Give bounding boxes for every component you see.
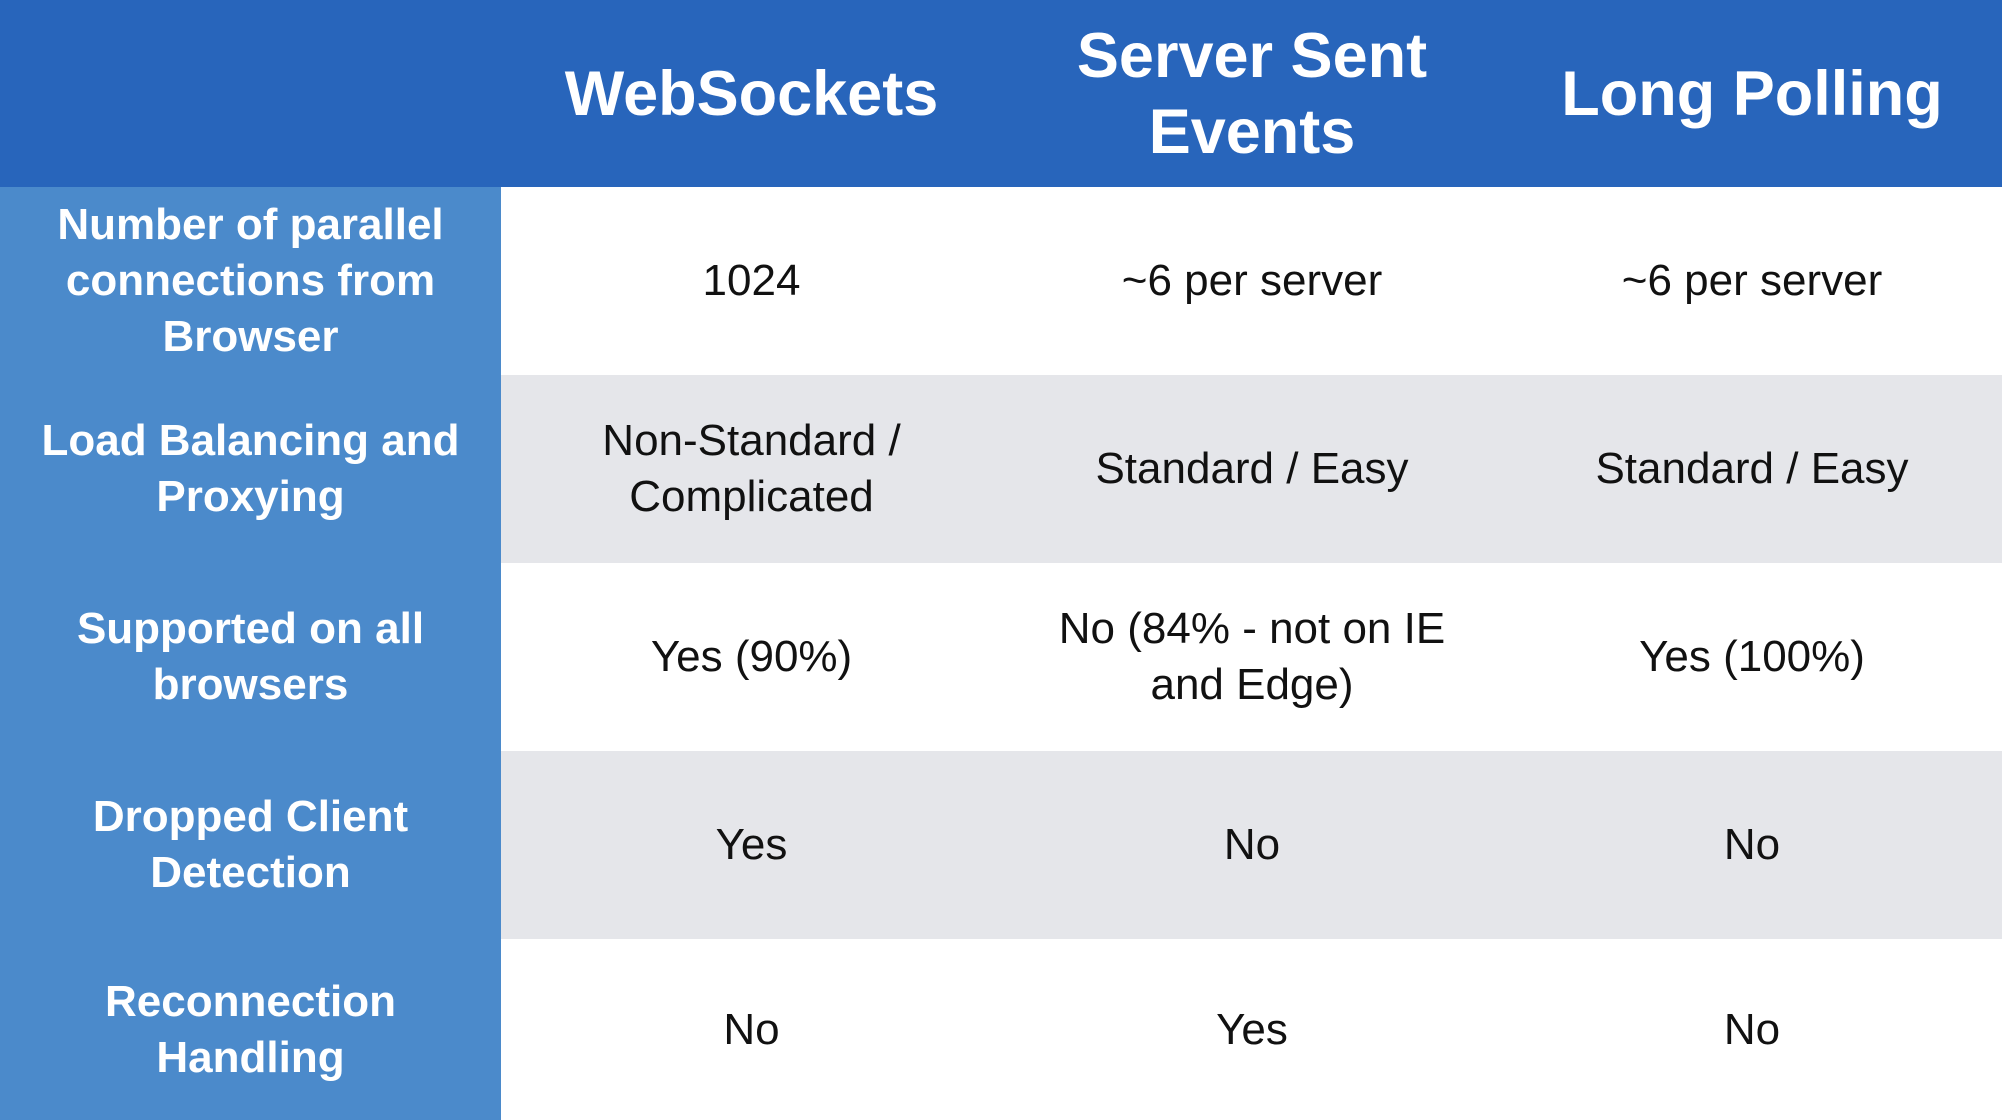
cell-dropped-client-sse: No — [1002, 751, 1502, 939]
header-corner — [0, 0, 501, 187]
row-header-parallel-connections: Number of parallel connections from Brow… — [0, 187, 501, 375]
cell-parallel-connections-long-polling: ~6 per server — [1502, 187, 2002, 375]
cell-browser-support-long-polling: Yes (100%) — [1502, 563, 2002, 751]
column-header-websockets: WebSockets — [501, 0, 1002, 187]
row-header-dropped-client-detection: Dropped Client Detection — [0, 751, 501, 939]
cell-dropped-client-long-polling: No — [1502, 751, 2002, 939]
cell-reconnection-sse: Yes — [1002, 939, 1502, 1120]
cell-reconnection-long-polling: No — [1502, 939, 2002, 1120]
cell-browser-support-websockets: Yes (90%) — [501, 563, 1002, 751]
row-header-reconnection-handling: Reconnection Handling — [0, 939, 501, 1120]
column-header-server-sent-events: Server Sent Events — [1002, 0, 1502, 187]
column-header-long-polling: Long Polling — [1502, 0, 2002, 187]
cell-dropped-client-websockets: Yes — [501, 751, 1002, 939]
cell-load-balancing-long-polling: Standard / Easy — [1502, 375, 2002, 563]
cell-load-balancing-sse: Standard / Easy — [1002, 375, 1502, 563]
row-header-load-balancing: Load Balancing and Proxying — [0, 375, 501, 563]
cell-browser-support-sse: No (84% - not on IE and Edge) — [1002, 563, 1502, 751]
cell-load-balancing-websockets: Non-Standard / Complicated — [501, 375, 1002, 563]
cell-reconnection-websockets: No — [501, 939, 1002, 1120]
row-header-browser-support: Supported on all browsers — [0, 563, 501, 751]
cell-parallel-connections-websockets: 1024 — [501, 187, 1002, 375]
cell-parallel-connections-sse: ~6 per server — [1002, 187, 1502, 375]
